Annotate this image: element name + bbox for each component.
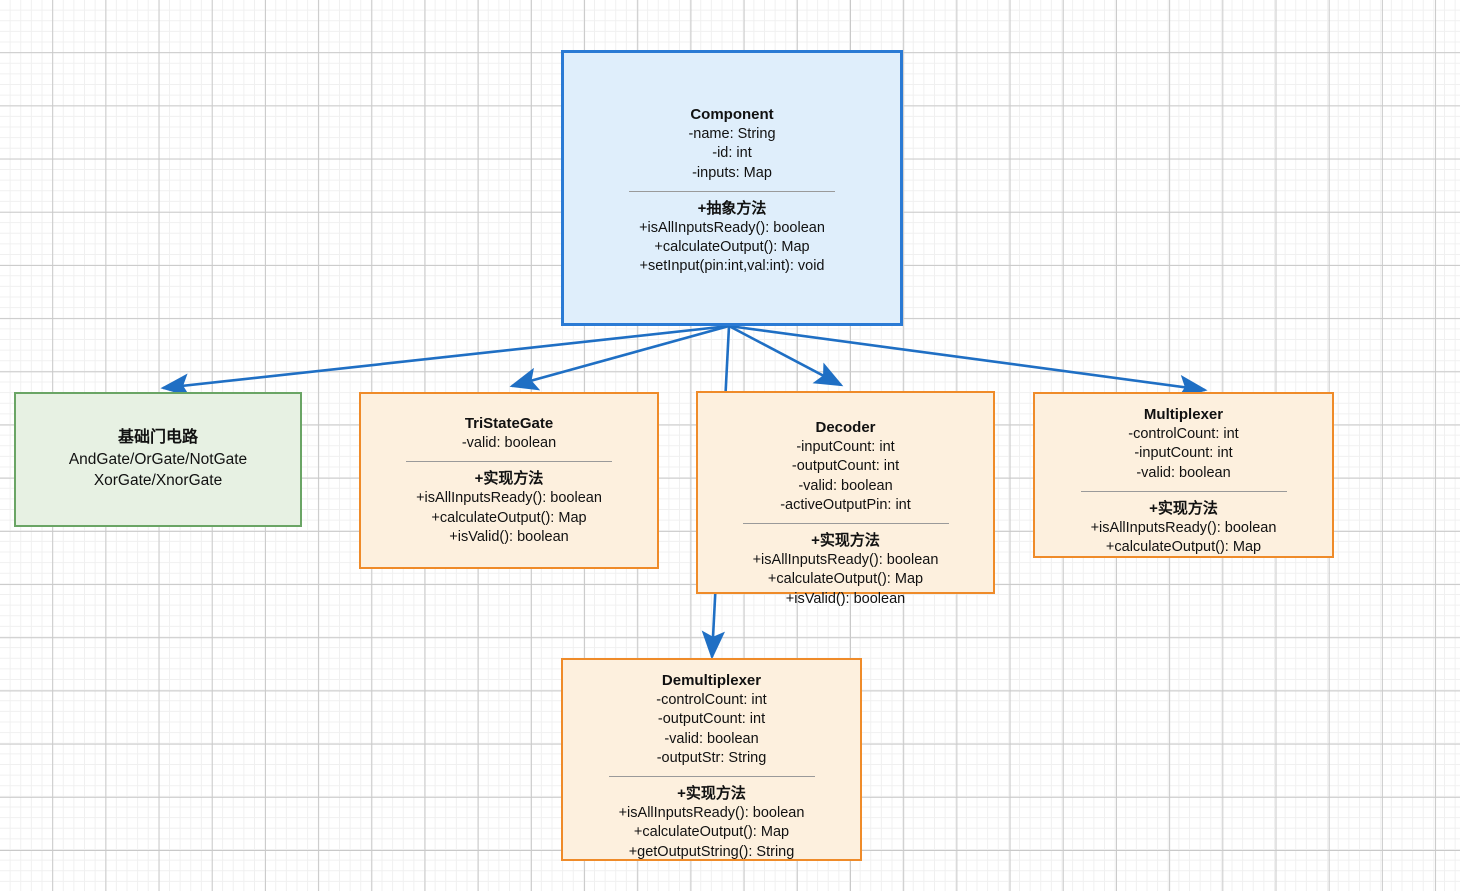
class-attribute: -controlCount: int [656, 692, 767, 708]
group-line: XorGate/XnorGate [93, 472, 223, 489]
class-attribute: -name: String [688, 126, 776, 142]
class-separator [742, 523, 949, 525]
class-attribute: -valid: boolean [461, 435, 557, 451]
class-method: +isValid(): boolean [449, 528, 569, 545]
class-separator [629, 190, 835, 192]
class-method: +calculateOutput(): Map [767, 571, 924, 588]
class-attribute: -outputStr: String [656, 749, 767, 766]
class-methods-header: +实现方法 [474, 470, 544, 488]
class-box-decoder[interactable]: Decoder -inputCount: int -outputCount: i… [696, 391, 995, 607]
class-title-component: Component [690, 106, 774, 123]
class-method: +calculateOutput(): Map [633, 824, 790, 841]
class-methods-header: +实现方法 [811, 532, 880, 550]
class-attribute: -inputs: Map [692, 164, 772, 181]
class-box-multiplexer[interactable]: Multiplexer -controlCount: int -inputCou… [1033, 392, 1334, 558]
class-separator [1080, 490, 1287, 492]
class-methods-header: +实现方法 [1149, 499, 1218, 517]
class-attribute: -valid: boolean [1136, 464, 1231, 481]
class-separator [608, 776, 815, 778]
class-methods-header: +实现方法 [677, 785, 746, 803]
class-attribute: -activeOutputPin: int [780, 496, 911, 513]
class-attribute: -inputCount: int [1134, 445, 1233, 462]
class-method: +isAllInputsReady(): boolean [639, 219, 825, 236]
group-title-basic-gates: 基础门电路 [117, 429, 198, 446]
class-method: +calculateOutput(): Map [431, 509, 587, 526]
class-attribute: -inputCount: int [796, 439, 895, 455]
class-attribute: -controlCount: int [1128, 426, 1239, 442]
class-box-tristategate[interactable]: TriStateGate -valid: boolean +实现方法 +isAl… [359, 392, 659, 569]
class-method: +calculateOutput(): Map [1105, 539, 1262, 556]
class-methods-header: +抽象方法 [697, 199, 767, 217]
class-title-multiplexer: Multiplexer [1143, 406, 1224, 423]
class-attribute: -valid: boolean [664, 730, 759, 747]
class-box-basic-gates[interactable]: 基础门电路 AndGate/OrGate/NotGate XorGate/Xno… [14, 392, 302, 527]
class-box-demultiplexer[interactable]: Demultiplexer -controlCount: int -output… [561, 658, 862, 861]
class-attribute: -outputCount: int [657, 711, 766, 728]
edge-component-to-basic-gates [160, 324, 730, 397]
class-title-decoder: Decoder [815, 419, 876, 436]
edge-component-to-tristategate [509, 324, 730, 391]
class-method: +getOutputString(): String [628, 843, 795, 860]
class-title-tristategate: TriStateGate [464, 415, 554, 432]
class-attribute: -id: int [712, 145, 752, 162]
edge-component-to-multiplexer [728, 324, 1208, 399]
class-method: +isAllInputsReady(): boolean [1090, 519, 1277, 536]
class-method: +isAllInputsReady(): boolean [416, 490, 602, 507]
class-method: +setInput(pin:int,val:int): void [639, 258, 825, 275]
edge-component-to-decoder [728, 324, 844, 387]
class-title-demultiplexer: Demultiplexer [661, 672, 762, 689]
class-method: +isValid(): boolean [785, 590, 906, 607]
class-attribute: -valid: boolean [798, 477, 893, 494]
class-method: +isAllInputsReady(): boolean [618, 805, 805, 822]
class-method: +calculateOutput(): Map [654, 239, 810, 256]
class-separator [406, 461, 612, 463]
class-attribute: -outputCount: int [791, 458, 900, 475]
group-line: AndGate/OrGate/NotGate [68, 451, 248, 468]
class-method: +isAllInputsReady(): boolean [752, 552, 939, 569]
class-box-component[interactable]: Component -name: String -id: int -inputs… [561, 50, 903, 326]
